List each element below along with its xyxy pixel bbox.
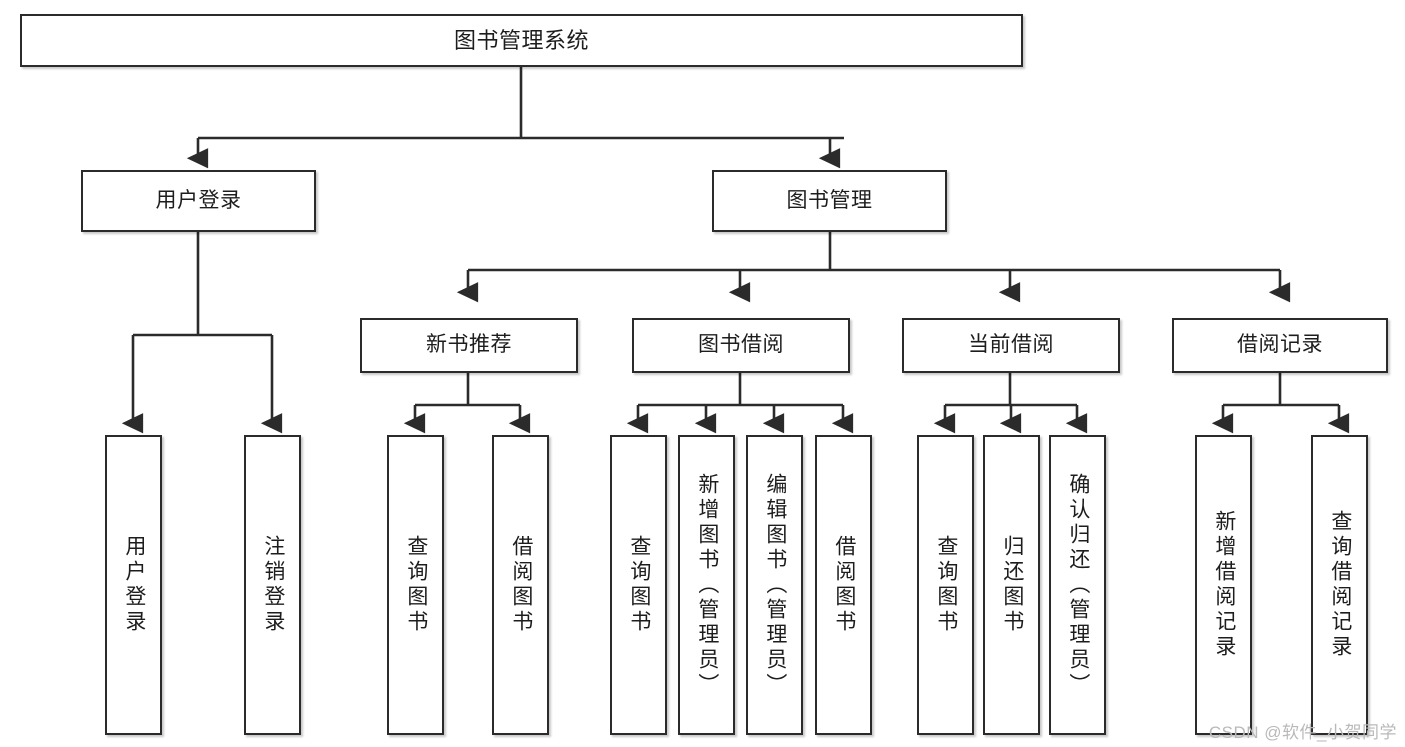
node-label: 确认归还（管理员）: [1066, 472, 1090, 698]
leaf-current-confirm-return-admin[interactable]: 确认归还（管理员）: [1049, 435, 1106, 735]
node-label: 借阅记录: [1237, 333, 1323, 357]
node-current-borrowing[interactable]: 当前借阅: [902, 318, 1120, 373]
node-label: 注销登录: [261, 535, 285, 635]
node-label: 查询借阅记录: [1328, 510, 1352, 660]
leaf-current-return-books[interactable]: 归还图书: [983, 435, 1040, 735]
leaf-newbook-borrow-books[interactable]: 借阅图书: [492, 435, 549, 735]
node-label: 用户登录: [155, 188, 242, 212]
leaf-logout[interactable]: 注销登录: [244, 435, 301, 735]
node-label: 图书管理: [786, 188, 873, 212]
node-label: 查询图书: [627, 535, 651, 635]
node-label: 查询图书: [934, 535, 958, 635]
watermark-text: CSDN @软件_小贺同学: [1208, 723, 1397, 742]
leaf-record-query-borrow-record[interactable]: 查询借阅记录: [1311, 435, 1368, 735]
node-book-management[interactable]: 图书管理: [712, 170, 947, 232]
node-label: 借阅图书: [509, 535, 533, 635]
node-new-book-recommendation[interactable]: 新书推荐: [360, 318, 578, 373]
node-label: 新增图书（管理员）: [695, 472, 719, 698]
leaf-borrow-add-book-admin[interactable]: 新增图书（管理员）: [678, 435, 735, 735]
node-root-book-management-system[interactable]: 图书管理系统: [20, 14, 1023, 67]
node-label: 新书推荐: [426, 333, 512, 357]
node-borrowing-records[interactable]: 借阅记录: [1172, 318, 1388, 373]
node-label: 借阅图书: [832, 535, 856, 635]
node-user-login[interactable]: 用户登录: [81, 170, 316, 232]
node-label: 用户登录: [122, 535, 146, 635]
leaf-user-login[interactable]: 用户登录: [105, 435, 162, 735]
node-label: 图书借阅: [698, 333, 784, 357]
node-label: 图书管理系统: [453, 27, 589, 53]
node-label: 归还图书: [1000, 535, 1024, 635]
leaf-borrow-borrow-books[interactable]: 借阅图书: [815, 435, 872, 735]
leaf-borrow-edit-book-admin[interactable]: 编辑图书（管理员）: [746, 435, 803, 735]
leaf-borrow-query-books[interactable]: 查询图书: [610, 435, 667, 735]
leaf-current-query-books[interactable]: 查询图书: [917, 435, 974, 735]
node-label: 当前借阅: [968, 333, 1054, 357]
leaf-newbook-query-books[interactable]: 查询图书: [387, 435, 444, 735]
leaf-record-add-borrow-record[interactable]: 新增借阅记录: [1195, 435, 1252, 735]
node-book-borrowing[interactable]: 图书借阅: [632, 318, 850, 373]
node-label: 编辑图书（管理员）: [763, 472, 787, 698]
node-label: 新增借阅记录: [1212, 510, 1236, 660]
node-label: 查询图书: [404, 535, 428, 635]
